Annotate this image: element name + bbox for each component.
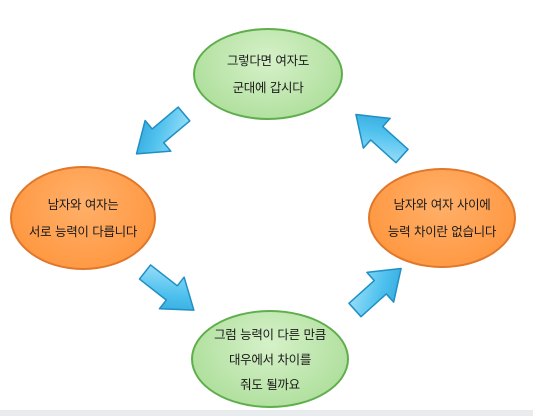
node-top-line-2: 군대에 갑시다 bbox=[232, 80, 304, 95]
node-top-line-1: 그렇다면 여자도 bbox=[226, 53, 310, 68]
node-right-line-2: 능력 차이란 없습니다 bbox=[387, 224, 497, 239]
arrow-bottom-to-right-icon bbox=[348, 267, 402, 318]
node-bottom-line-3: 줘도 될까요 bbox=[240, 376, 300, 392]
node-right: 남자와 여자 사이에 능력 차이란 없습니다 bbox=[368, 168, 516, 268]
node-left-line-1: 남자와 여자는 bbox=[47, 197, 119, 212]
node-bottom-line-2: 대우에서 차이를 bbox=[228, 351, 312, 367]
bottom-strip bbox=[0, 410, 533, 416]
arrow-left-to-bottom-icon bbox=[138, 264, 195, 311]
node-left: 남자와 여자는 서로 능력이 다릅니다 bbox=[10, 166, 156, 270]
node-bottom: 그럼 능력이 다른 만큼 대우에서 차이를 줘도 될까요 bbox=[191, 310, 349, 408]
arrow-top-to-left-icon bbox=[135, 106, 191, 155]
node-top: 그렇다면 여자도 군대에 갑시다 bbox=[193, 28, 343, 120]
arrow-right-to-top-icon bbox=[355, 113, 409, 164]
node-left-line-2: 서로 능력이 다릅니다 bbox=[28, 224, 138, 239]
node-right-line-1: 남자와 여자 사이에 bbox=[393, 197, 491, 212]
node-bottom-line-1: 그럼 능력이 다른 만큼 bbox=[214, 326, 326, 342]
